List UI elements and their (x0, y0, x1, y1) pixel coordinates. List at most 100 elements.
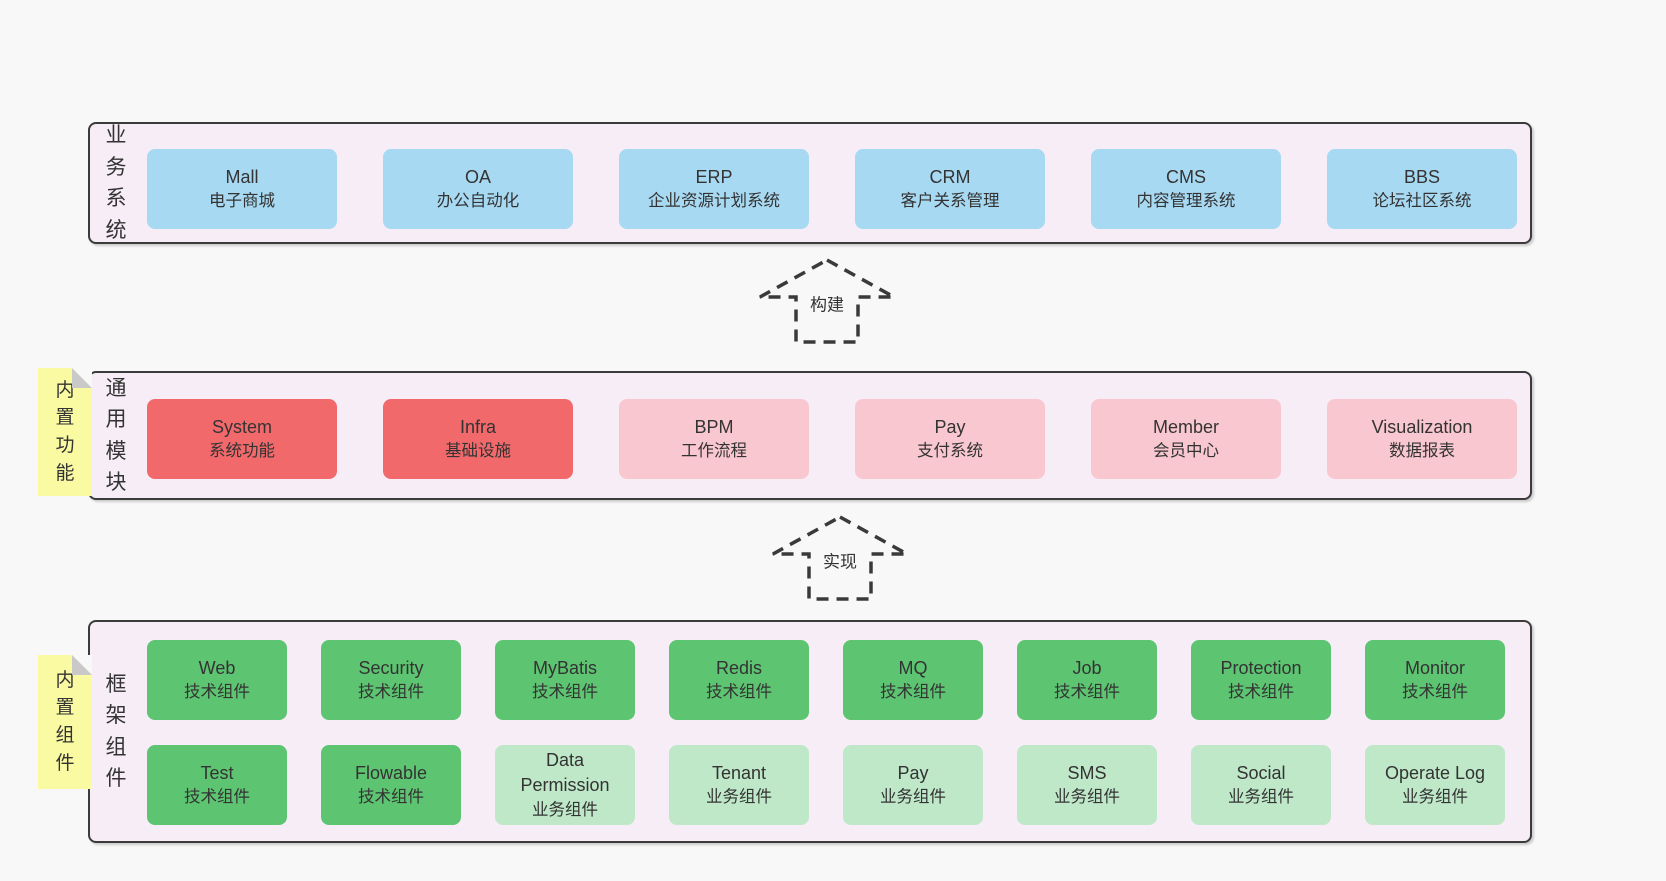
box-title: Redis (715, 657, 763, 678)
box-title: Mall (225, 166, 259, 187)
box-title: Flowable (354, 762, 428, 783)
box-title: Protection (1220, 657, 1302, 678)
box-title: Operate Log (1384, 762, 1486, 783)
sticky-note-built-in-features: 内置功能 (38, 368, 92, 496)
module-box-monitor: Monitor 技术组件 (1365, 640, 1505, 720)
box-subtitle: 业务组件 (1402, 788, 1468, 807)
box-subtitle: 企业资源计划系统 (648, 192, 780, 211)
box-subtitle: 技术组件 (532, 683, 598, 702)
box-subtitle: 会员中心 (1153, 442, 1219, 461)
box-title: Security (358, 657, 424, 678)
box-title: ERP (695, 166, 733, 187)
module-box-mybatis: MyBatis 技术组件 (495, 640, 635, 720)
section-business-systems: 业务系统 Mall 电子商城 OA 办公自动化 ERP 企业资源计划系统 CRM 客户关系管理… (88, 122, 1532, 244)
arrow-implement: 实现 (770, 514, 910, 602)
box-subtitle: 业务组件 (1228, 788, 1294, 807)
module-box-cms: CMS 内容管理系统 (1091, 149, 1281, 229)
module-box-bpm: BPM 工作流程 (619, 399, 809, 479)
box-subtitle: 支付系统 (917, 442, 983, 461)
box-subtitle: 办公自动化 (436, 192, 520, 211)
module-box-pay: Pay 支付系统 (855, 399, 1045, 479)
box-title: MQ (898, 657, 928, 678)
block-arrow-up-icon (759, 258, 895, 344)
box-subtitle: 客户关系管理 (900, 192, 1000, 211)
module-box-infra: Infra 基础设施 (383, 399, 573, 479)
box-title: CMS (1166, 166, 1206, 187)
module-box-web: Web 技术组件 (147, 640, 287, 720)
module-box-data-permission: Data Permission 业务组件 (495, 745, 635, 825)
box-title: Tenant (711, 762, 767, 783)
box-title: BPM (694, 416, 734, 437)
box-title: Pay (897, 762, 929, 783)
sticky-note-text: 内置组件 (55, 669, 75, 774)
box-title: OA (464, 166, 491, 187)
arrow-build: 构建 (757, 257, 897, 345)
business-box-row: Mall 电子商城 OA 办公自动化 ERP 企业资源计划系统 CRM 客户关系管理 CMS 内容… (147, 149, 1517, 229)
arrow-implement-label: 实现 (821, 546, 859, 574)
module-box-bbs: BBS 论坛社区系统 (1327, 149, 1517, 229)
module-box-tenant: Tenant 业务组件 (669, 745, 809, 825)
box-title: CRM (929, 166, 971, 187)
sticky-note-text: 内置功能 (55, 379, 75, 484)
box-title: Member (1152, 416, 1219, 437)
module-box-redis: Redis 技术组件 (669, 640, 809, 720)
module-box-sms: SMS 业务组件 (1017, 745, 1157, 825)
box-subtitle: 基础设施 (445, 442, 511, 461)
box-subtitle: 业务组件 (1054, 788, 1120, 807)
box-subtitle: 技术组件 (358, 683, 424, 702)
module-box-mq: MQ 技术组件 (843, 640, 983, 720)
sticky-note-built-in-components: 内置组件 (38, 655, 92, 789)
box-title: MyBatis (532, 657, 597, 678)
box-title: Job (1072, 657, 1102, 678)
box-title: BBS (1403, 166, 1441, 187)
section-label-business: 业务系统 (105, 124, 127, 242)
section-label-modules: 通用模块 (105, 376, 127, 495)
box-title: Monitor (1404, 657, 1466, 678)
module-box-crm: CRM 客户关系管理 (855, 149, 1045, 229)
box-subtitle: 内容管理系统 (1136, 192, 1236, 211)
module-box-mall: Mall 电子商城 (147, 149, 337, 229)
box-subtitle: 论坛社区系统 (1372, 192, 1472, 211)
box-subtitle: 技术组件 (1228, 683, 1294, 702)
box-title: Pay (934, 416, 966, 437)
box-title: Social (1236, 762, 1286, 783)
box-subtitle: 业务组件 (706, 788, 772, 807)
box-subtitle: 业务组件 (532, 800, 598, 819)
box-subtitle: 工作流程 (681, 442, 747, 461)
module-box-protection: Protection 技术组件 (1191, 640, 1331, 720)
section-label-framework: 框架组件 (105, 672, 127, 791)
module-box-operate-log: Operate Log 业务组件 (1365, 745, 1505, 825)
module-box-flowable: Flowable 技术组件 (321, 745, 461, 825)
module-box-member: Member 会员中心 (1091, 399, 1281, 479)
box-title: SMS (1067, 762, 1107, 783)
box-subtitle: 技术组件 (706, 683, 772, 702)
box-title: System (211, 416, 272, 437)
box-subtitle: 技术组件 (358, 788, 424, 807)
box-subtitle: 技术组件 (1402, 683, 1468, 702)
box-title: Test (200, 762, 234, 783)
box-subtitle: 技术组件 (880, 683, 946, 702)
module-box-erp: ERP 企业资源计划系统 (619, 149, 809, 229)
box-subtitle: 技术组件 (184, 788, 250, 807)
box-title: Web (198, 657, 236, 678)
module-box-job: Job 技术组件 (1017, 640, 1157, 720)
box-title: Infra (459, 416, 497, 437)
module-box-social: Social 业务组件 (1191, 745, 1331, 825)
box-title: Visualization (1371, 416, 1473, 437)
box-subtitle: 技术组件 (184, 683, 250, 702)
arrow-build-label: 构建 (808, 289, 846, 317)
box-title: Data Permission (520, 750, 610, 796)
box-subtitle: 技术组件 (1054, 683, 1120, 702)
module-box-oa: OA 办公自动化 (383, 149, 573, 229)
box-subtitle: 电子商城 (209, 192, 275, 211)
module-box-test: Test 技术组件 (147, 745, 287, 825)
